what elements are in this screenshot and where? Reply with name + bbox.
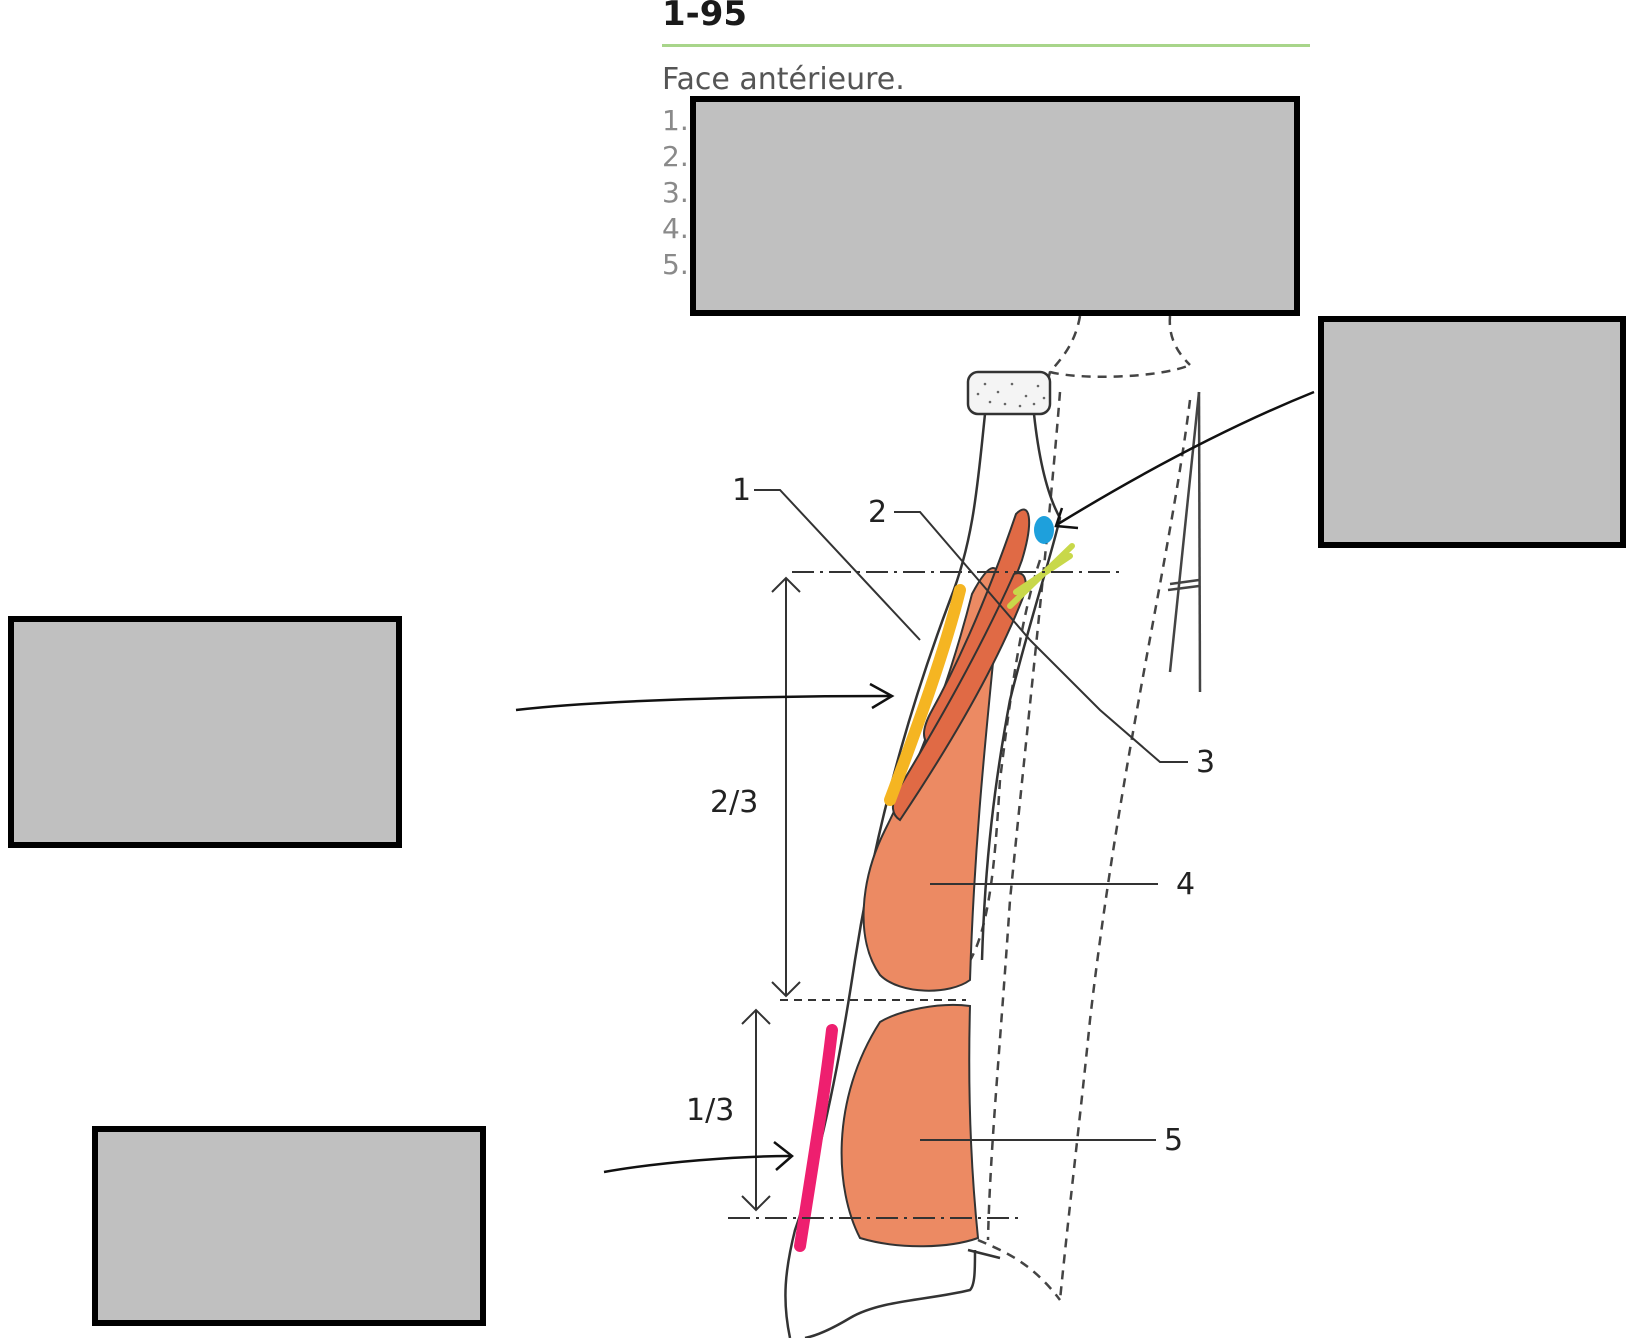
masked-legend-box[interactable] <box>690 96 1300 316</box>
green-marker <box>1007 543 1075 609</box>
figure-number: 1-95 <box>662 0 748 34</box>
label-2: 2 <box>868 495 887 530</box>
bone-head-cap <box>966 370 1052 416</box>
figure-caption: Face antérieure. <box>662 62 905 97</box>
legend-number-2: 2. <box>662 140 689 173</box>
legend-number-3: 3. <box>662 176 689 209</box>
label-1: 1 <box>732 473 751 508</box>
measurement-lines <box>728 571 1120 1219</box>
label-5: 5 <box>1164 1123 1183 1158</box>
right-rod <box>1167 391 1202 693</box>
label-4: 4 <box>1176 867 1195 902</box>
masked-label-box-bottom[interactable] <box>92 1126 486 1326</box>
title-rule <box>662 44 1310 47</box>
label-3: 3 <box>1196 745 1215 780</box>
label-leaders <box>754 489 1188 1141</box>
pink-marker <box>794 1024 838 1252</box>
bone-head-texture <box>976 382 1046 408</box>
yellow-marker <box>884 584 966 806</box>
legend-number-1: 1. <box>662 104 689 137</box>
label-two-thirds: 2/3 <box>710 785 758 820</box>
blue-marker <box>1034 516 1054 544</box>
label-one-third: 1/3 <box>686 1093 734 1128</box>
muscle-5-attachment <box>840 1003 980 1248</box>
masked-label-box-right[interactable] <box>1318 316 1626 548</box>
pointer-arrows <box>515 390 1315 1174</box>
muscle-3-attachment <box>892 572 1027 822</box>
masked-label-box-left[interactable] <box>8 616 402 848</box>
legend-number-4: 4. <box>662 212 689 245</box>
legend-number-5: 5. <box>662 248 689 281</box>
